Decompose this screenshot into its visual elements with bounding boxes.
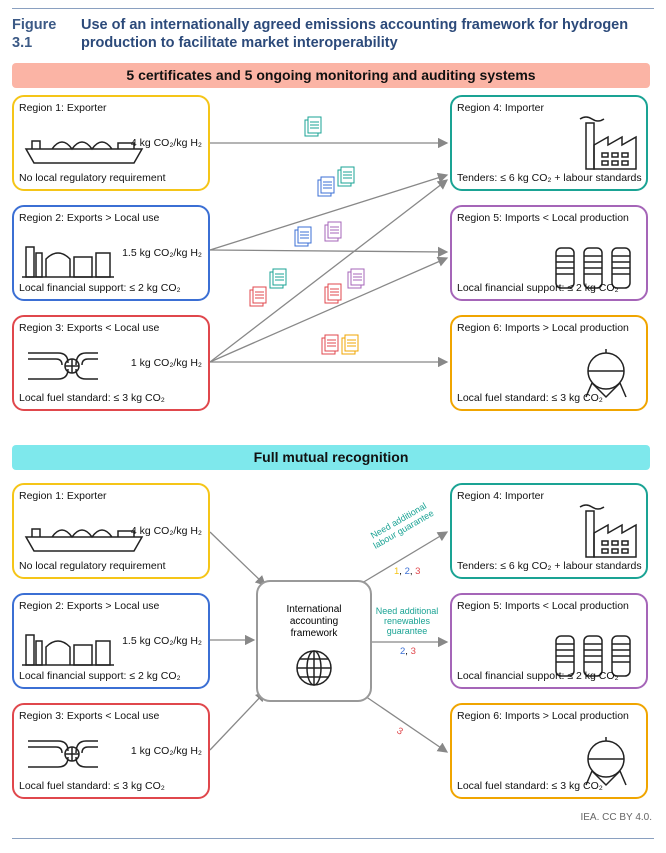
region-requirement: No local regulatory requirement bbox=[19, 560, 166, 572]
region-2-box: Region 2: Exports > Local use 1.5 kg CO₂… bbox=[12, 205, 210, 301]
globe-icon bbox=[296, 650, 332, 686]
certificate-icon bbox=[249, 286, 267, 307]
accounting-framework-box: International accounting framework bbox=[256, 580, 372, 702]
region-requirement: Local fuel standard: ≤ 3 kg CO₂ bbox=[19, 780, 165, 792]
credit: IEA. CC BY 4.0. bbox=[580, 812, 652, 823]
certificate-icon bbox=[324, 221, 342, 242]
region-requirement: Local fuel standard: ≤ 3 kg CO₂ bbox=[457, 780, 603, 792]
region-title: Region 3: Exports < Local use bbox=[19, 710, 160, 722]
region-5-box: Region 5: Imports < Local production Loc… bbox=[450, 205, 648, 301]
arrow bbox=[209, 172, 449, 251]
region-title: Region 6: Imports > Local production bbox=[457, 322, 629, 334]
region-requirement: Local fuel standard: ≤ 3 kg CO₂ bbox=[457, 392, 603, 404]
emission-intensity: 1.5 kg CO₂/kg H₂ bbox=[122, 635, 202, 647]
pipeline-icon bbox=[28, 352, 98, 380]
region-title: Region 5: Imports < Local production bbox=[457, 212, 629, 224]
region-title: Region 2: Exports > Local use bbox=[19, 600, 160, 612]
certificate-icon bbox=[337, 166, 355, 187]
arrow bbox=[361, 693, 449, 753]
region-requirement: Local financial support: ≤ 2 kg CO₂ bbox=[457, 670, 619, 682]
arrow bbox=[209, 246, 449, 258]
center-label: International accounting framework bbox=[286, 604, 342, 639]
certificate-icon bbox=[324, 283, 342, 304]
arrow bbox=[209, 691, 266, 751]
certificate-icon bbox=[347, 268, 365, 289]
region-3-box: Region 3: Exports < Local use 1 kg CO₂/k… bbox=[12, 315, 210, 411]
region-4-box: Region 4: Importer Tenders: ≤ 6 kg CO₂ +… bbox=[450, 95, 648, 191]
arrow bbox=[209, 256, 449, 363]
region-requirement: Local financial support: ≤ 2 kg CO₂ bbox=[457, 282, 619, 294]
certificate-icon bbox=[321, 334, 339, 355]
region-requirement: Local fuel standard: ≤ 3 kg CO₂ bbox=[19, 392, 165, 404]
region-6-box: Region 6: Imports > Local production Loc… bbox=[450, 315, 648, 411]
certificate-icon bbox=[341, 334, 359, 355]
region-title: Region 2: Exports > Local use bbox=[19, 212, 160, 224]
region-6-box: Region 6: Imports > Local production Loc… bbox=[450, 703, 648, 799]
emission-intensity: 4 kg CO₂/kg H₂ bbox=[130, 137, 202, 149]
region-4-box: Region 4: Importer Tenders: ≤ 6 kg CO₂ +… bbox=[450, 483, 648, 579]
renewables-guarantee-note: Need additional renewables guarantee bbox=[375, 606, 439, 636]
emission-intensity: 1 kg CO₂/kg H₂ bbox=[130, 745, 202, 757]
top-rule bbox=[12, 8, 654, 9]
region-title: Region 1: Exporter bbox=[19, 102, 107, 114]
certificate-icon bbox=[294, 226, 312, 247]
arrow bbox=[209, 531, 266, 586]
region-title: Region 5: Imports < Local production bbox=[457, 600, 629, 612]
arrow bbox=[361, 531, 449, 584]
emission-intensity: 1 kg CO₂/kg H₂ bbox=[130, 357, 202, 369]
plant-icon bbox=[22, 634, 114, 666]
factory-icon bbox=[579, 504, 637, 558]
region-3-box: Region 3: Exports < Local use 1 kg CO₂/k… bbox=[12, 703, 210, 799]
region-2-box: Region 2: Exports > Local use 1.5 kg CO₂… bbox=[12, 593, 210, 689]
region-5-box: Region 5: Imports < Local production Loc… bbox=[450, 593, 648, 689]
renewables-region-numbers: 2, 3 bbox=[400, 646, 416, 657]
region-requirement: Local financial support: ≤ 2 kg CO₂ bbox=[19, 670, 181, 682]
region-1-box: Region 1: Exporter 4 kg CO₂/kg H₂ No loc… bbox=[12, 483, 210, 579]
storage-tank-icon bbox=[585, 737, 627, 787]
factory-icon bbox=[579, 116, 637, 170]
region-requirement: Tenders: ≤ 6 kg CO₂ + labour standards bbox=[457, 560, 642, 572]
ship-icon bbox=[24, 528, 144, 552]
banner-certificates: 5 certificates and 5 ongoing monitoring … bbox=[12, 63, 650, 88]
region-requirement: No local regulatory requirement bbox=[19, 172, 166, 184]
region-title: Region 4: Importer bbox=[457, 102, 544, 114]
certificate-icon bbox=[269, 268, 287, 289]
certificate-icon bbox=[317, 176, 335, 197]
figure-number: Figure 3.1 bbox=[12, 17, 57, 51]
bottom-rule bbox=[12, 838, 654, 839]
region-title: Region 1: Exporter bbox=[19, 490, 107, 502]
certificate-icon bbox=[304, 116, 322, 137]
region-title: Region 4: Importer bbox=[457, 490, 544, 502]
region-title: Region 6: Imports > Local production bbox=[457, 710, 629, 722]
electrolyser-icon bbox=[555, 247, 631, 289]
region-1-box: Region 1: Exporter 4 kg CO₂/kg H₂ No loc… bbox=[12, 95, 210, 191]
banner-mutual-recognition: Full mutual recognition bbox=[12, 445, 650, 470]
electrolyser-icon bbox=[555, 635, 631, 677]
storage-tank-icon bbox=[585, 349, 627, 399]
emission-intensity: 1.5 kg CO₂/kg H₂ bbox=[122, 247, 202, 259]
emission-intensity: 4 kg CO₂/kg H₂ bbox=[130, 525, 202, 537]
ship-icon bbox=[24, 140, 144, 164]
pipeline-icon bbox=[28, 740, 98, 768]
region-requirement: Tenders: ≤ 6 kg CO₂ + labour standards bbox=[457, 172, 642, 184]
region-requirement: Local financial support: ≤ 2 kg CO₂ bbox=[19, 282, 181, 294]
figure-title: Use of an internationally agreed emissio… bbox=[81, 17, 629, 51]
region-title: Region 3: Exports < Local use bbox=[19, 322, 160, 334]
labour-region-numbers: 1, 2, 3 bbox=[394, 566, 421, 577]
plant-icon bbox=[22, 246, 114, 278]
arrow bbox=[209, 179, 449, 363]
